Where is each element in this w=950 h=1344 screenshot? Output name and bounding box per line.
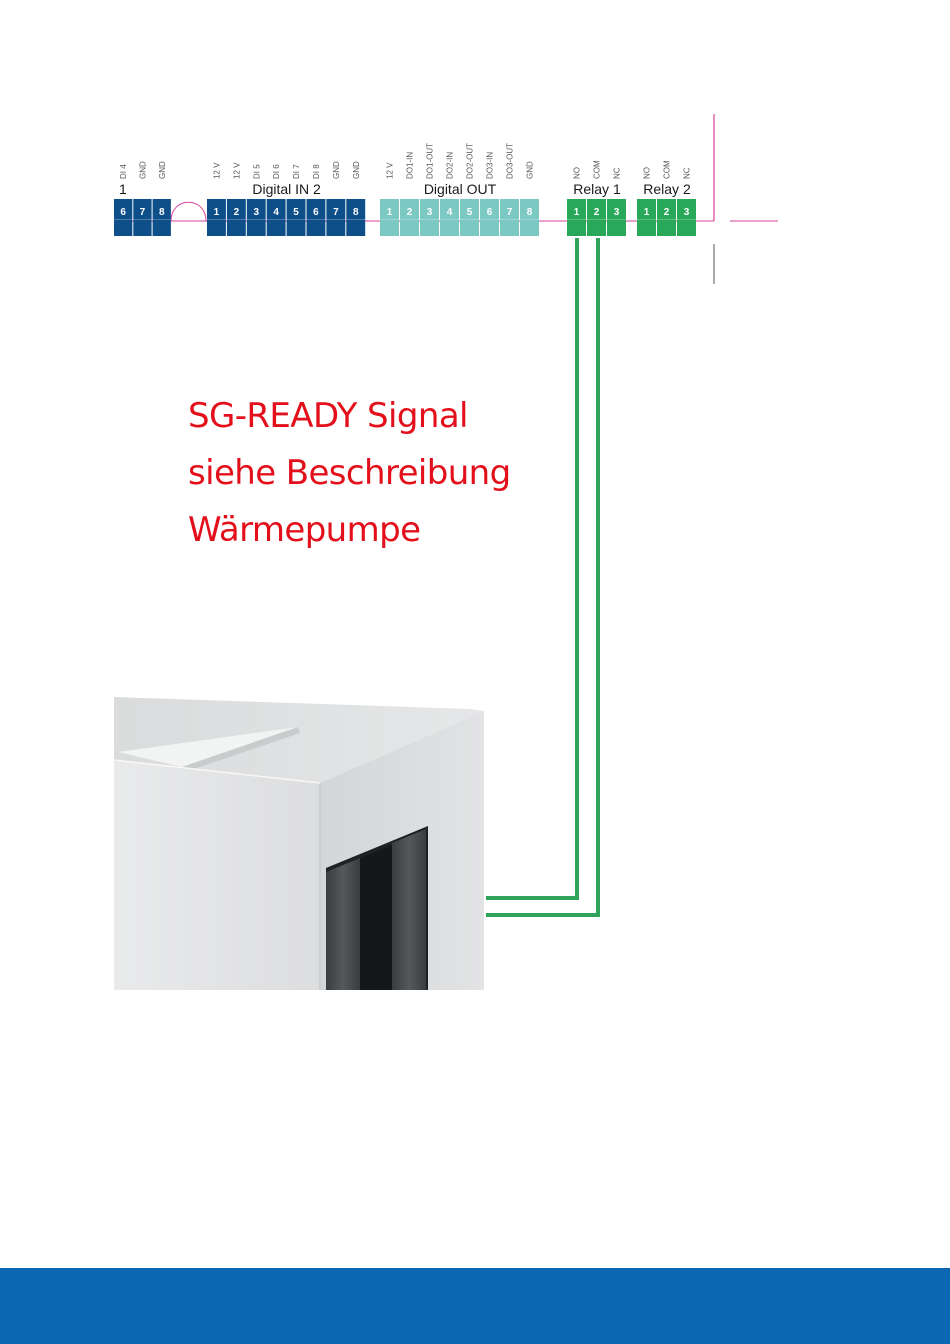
pin-divider — [677, 219, 696, 220]
pin-label: DI 6 — [272, 164, 281, 179]
pin-divider — [657, 219, 676, 220]
pin-number: 3 — [427, 207, 433, 218]
pin-label: DO1-IN — [406, 152, 415, 179]
note-line-2: siehe Beschreibung — [188, 445, 511, 502]
pin-divider — [587, 219, 606, 220]
pin-number: 3 — [684, 207, 690, 218]
pin-divider — [420, 219, 439, 220]
pin-number: 5 — [467, 207, 473, 218]
pin-number: 8 — [353, 207, 359, 218]
pin-label: NC — [683, 167, 692, 179]
pin-divider — [520, 219, 539, 220]
pin-number: 6 — [313, 207, 319, 218]
pin-divider — [267, 219, 286, 220]
terminal-block-di1: 1 6 DI 4 7 GND 8 GND — [114, 161, 171, 236]
pin-divider — [326, 219, 345, 220]
pin-label: 12 V — [386, 162, 395, 179]
pin-label: DI 8 — [312, 164, 321, 179]
block-title: 1 — [119, 181, 127, 197]
pin-divider — [460, 219, 479, 220]
signal-wires — [486, 238, 598, 915]
pin-divider — [153, 219, 171, 220]
pin-label: COM — [663, 160, 672, 179]
pin-number: 7 — [140, 207, 146, 218]
pin-label: DI 5 — [252, 164, 261, 179]
pin-number: 4 — [273, 207, 279, 218]
sg-ready-note: SG-READY Signal siehe Beschreibung Wärme… — [188, 388, 511, 559]
pin-number: 6 — [487, 207, 493, 218]
note-line-1: SG-READY Signal — [188, 388, 511, 445]
pin-divider — [440, 219, 459, 220]
pin-label: DO2-IN — [446, 152, 455, 179]
pin-divider — [637, 219, 656, 220]
pin-label: NC — [613, 167, 622, 179]
pin-divider — [207, 219, 226, 220]
pin-divider — [114, 219, 132, 220]
pin-number: 7 — [507, 207, 513, 218]
pin-divider — [380, 219, 399, 220]
terminal-block-di2: Digital IN 2 1 12 V 2 12 V 3 DI 5 4 DI 6 5 DI 7 6 DI… — [207, 161, 365, 236]
pin-label: NO — [573, 167, 582, 179]
terminal-blocks: 1 6 DI 4 7 GND 8 GND Digital IN 2 1 12 V 2 12 V 3 DI … — [114, 143, 696, 236]
block-title: Digital IN 2 — [252, 181, 321, 197]
pin-number: 1 — [644, 207, 650, 218]
pin-divider — [400, 219, 419, 220]
pin-number: 1 — [387, 207, 393, 218]
pin-label: DI 4 — [119, 164, 128, 179]
pin-number: 1 — [574, 207, 580, 218]
pin-number: 7 — [333, 207, 339, 218]
pin-divider — [346, 219, 365, 220]
pin-label: COM — [593, 160, 602, 179]
pin-divider — [307, 219, 326, 220]
pin-divider — [607, 219, 626, 220]
terminal-block-relay1: Relay 1 1 NO 2 COM 3 NC — [567, 160, 626, 236]
pin-label: DO3-IN — [486, 152, 495, 179]
pin-number: 2 — [664, 207, 670, 218]
pin-label: GND — [138, 161, 147, 179]
pin-divider — [287, 219, 306, 220]
pin-divider — [500, 219, 519, 220]
pin-number: 3 — [614, 207, 620, 218]
footer-bar — [0, 1268, 950, 1344]
pin-number: 2 — [594, 207, 600, 218]
block-title: Digital OUT — [424, 181, 497, 197]
pin-number: 8 — [159, 207, 165, 218]
pin-divider — [567, 219, 586, 220]
terminal-block-relay2: Relay 2 1 NO 2 COM 3 NC — [637, 160, 696, 236]
pin-divider — [247, 219, 266, 220]
pin-label: GND — [158, 161, 167, 179]
pin-number: 5 — [293, 207, 299, 218]
pin-label: GND — [526, 161, 535, 179]
note-line-3: Wärmepumpe — [188, 502, 511, 559]
heat-pump-unit — [114, 697, 484, 990]
pin-number: 4 — [447, 207, 453, 218]
block-title: Relay 1 — [573, 181, 621, 197]
pin-label: 12 V — [212, 162, 221, 179]
pin-label: DO1-OUT — [426, 143, 435, 179]
pin-number: 6 — [120, 207, 126, 218]
pin-number: 3 — [253, 207, 259, 218]
pin-divider — [480, 219, 499, 220]
pin-label: GND — [352, 161, 361, 179]
pin-label: 12 V — [232, 162, 241, 179]
pin-divider — [227, 219, 246, 220]
pin-number: 2 — [234, 207, 240, 218]
pin-label: NO — [643, 167, 652, 179]
pin-label: GND — [332, 161, 341, 179]
block-title: Relay 2 — [643, 181, 691, 197]
pin-label: DI 7 — [292, 164, 301, 179]
pin-label: DO2-OUT — [466, 143, 475, 179]
pin-label: DO3-OUT — [506, 143, 515, 179]
pin-number: 8 — [527, 207, 533, 218]
pin-number: 1 — [214, 207, 220, 218]
pin-number: 2 — [407, 207, 413, 218]
pin-divider — [133, 219, 151, 220]
terminal-block-dout: Digital OUT 1 12 V 2 DO1-IN 3 DO1-OUT 4 DO2-IN 5 D… — [380, 143, 539, 236]
